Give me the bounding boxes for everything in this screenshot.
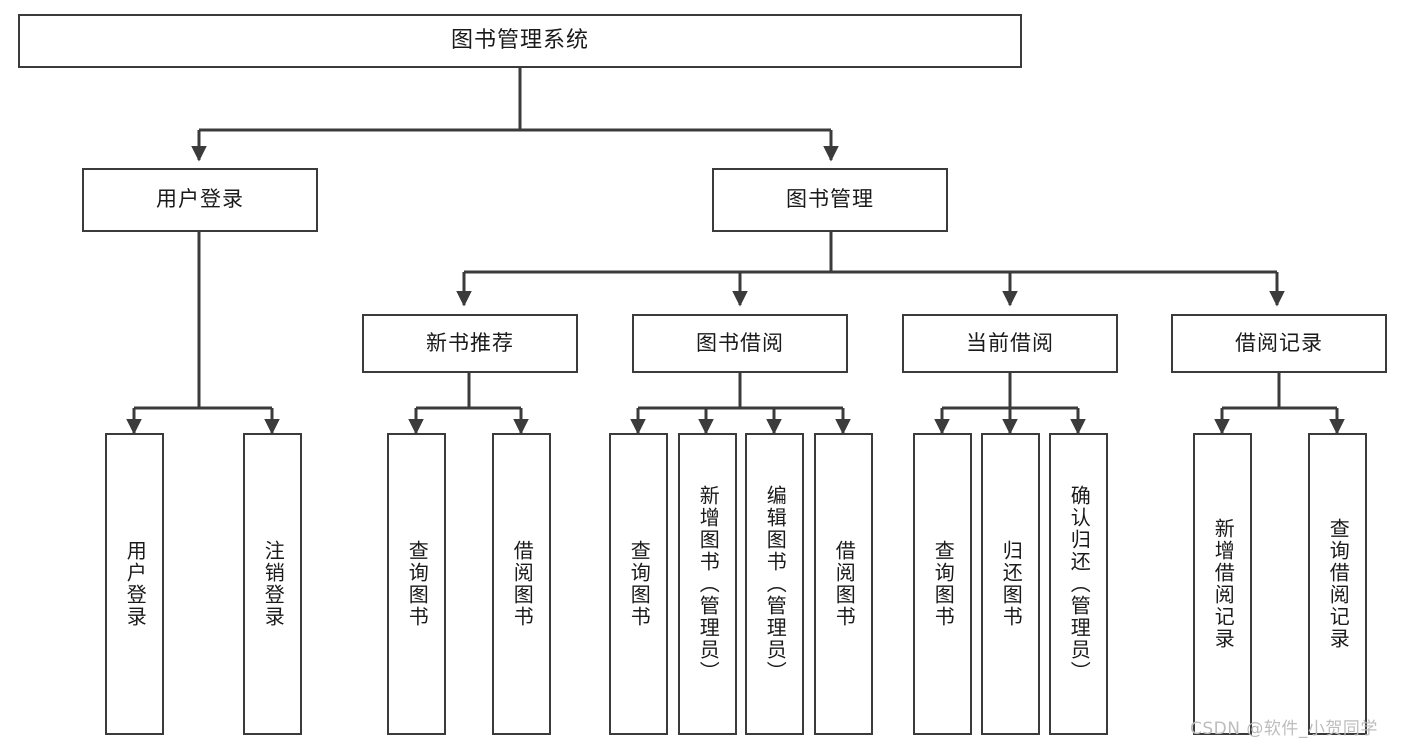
- leaf-add-book[interactable]: 新增图书（管理员）: [678, 433, 737, 735]
- leaf-user-logout[interactable]: 注销登录: [243, 433, 302, 735]
- leaf-add-book-label: 新增图书（管理员）: [696, 485, 721, 683]
- node-root-system[interactable]: 图书管理系统: [18, 14, 1022, 68]
- leaf-return-book-label: 归还图书: [999, 540, 1024, 628]
- leaf-user-login-label: 用户登录: [123, 540, 148, 628]
- leaf-user-login[interactable]: 用户登录: [105, 433, 164, 735]
- leaf-edit-book[interactable]: 编辑图书（管理员）: [745, 433, 804, 735]
- leaf-user-logout-label: 注销登录: [261, 540, 286, 628]
- leaf-borrow-book-2-label: 借阅图书: [832, 540, 857, 628]
- leaf-add-record-label: 新增借阅记录: [1211, 518, 1236, 650]
- leaf-borrow-book-1[interactable]: 借阅图书: [492, 433, 551, 735]
- node-current-borrow[interactable]: 当前借阅: [902, 314, 1118, 373]
- leaf-query-book-3[interactable]: 查询图书: [913, 433, 972, 735]
- watermark-text: CSDN @软件_小贺同学: [1190, 719, 1378, 739]
- node-new-book-recommend-label: 新书推荐: [426, 330, 514, 355]
- node-book-borrow-label: 图书借阅: [696, 330, 784, 355]
- leaf-confirm-return[interactable]: 确认归还（管理员）: [1049, 433, 1108, 735]
- node-book-manage-label: 图书管理: [786, 187, 874, 212]
- leaf-query-book-1-label: 查询图书: [405, 540, 430, 628]
- node-borrow-record-label: 借阅记录: [1235, 330, 1323, 355]
- leaf-query-book-1[interactable]: 查询图书: [387, 433, 446, 735]
- node-book-manage[interactable]: 图书管理: [712, 168, 948, 232]
- node-current-borrow-label: 当前借阅: [966, 330, 1054, 355]
- leaf-query-book-2-label: 查询图书: [627, 540, 652, 628]
- node-new-book-recommend[interactable]: 新书推荐: [362, 314, 578, 373]
- leaf-query-record[interactable]: 查询借阅记录: [1308, 433, 1367, 735]
- leaf-borrow-book-2[interactable]: 借阅图书: [814, 433, 873, 735]
- node-book-borrow[interactable]: 图书借阅: [632, 314, 848, 373]
- leaf-borrow-book-1-label: 借阅图书: [510, 540, 535, 628]
- node-user-login-label: 用户登录: [156, 187, 244, 212]
- leaf-query-book-2[interactable]: 查询图书: [609, 433, 668, 735]
- node-user-login[interactable]: 用户登录: [82, 168, 318, 232]
- leaf-query-book-3-label: 查询图书: [931, 540, 956, 628]
- leaf-edit-book-label: 编辑图书（管理员）: [763, 485, 788, 683]
- node-root-label: 图书管理系统: [450, 27, 589, 53]
- leaf-add-record[interactable]: 新增借阅记录: [1193, 433, 1252, 735]
- node-borrow-record[interactable]: 借阅记录: [1171, 314, 1387, 373]
- leaf-query-record-label: 查询借阅记录: [1326, 518, 1351, 650]
- leaf-confirm-return-label: 确认归还（管理员）: [1067, 485, 1092, 683]
- leaf-return-book[interactable]: 归还图书: [981, 433, 1040, 735]
